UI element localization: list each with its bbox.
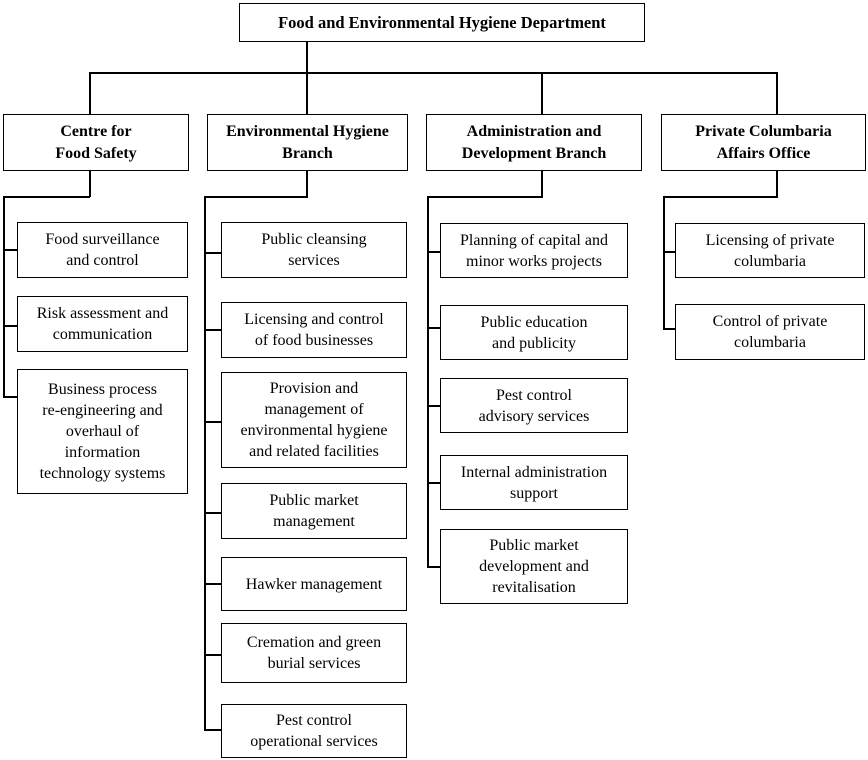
node-licensing-food-businesses: Licensing and control of food businesses bbox=[221, 302, 407, 358]
connector-line bbox=[427, 482, 440, 484]
node-business-process: Business process re-engineering and over… bbox=[17, 369, 188, 494]
node-control-private-columbaria: Control of private columbaria bbox=[675, 304, 865, 360]
connector-line bbox=[541, 72, 543, 114]
connector-line bbox=[204, 583, 221, 585]
connector-line bbox=[204, 654, 221, 656]
connector-line bbox=[89, 171, 91, 197]
connector-line bbox=[89, 72, 778, 74]
connector-line bbox=[3, 396, 17, 398]
node-licensing-private-columbaria: Licensing of private columbaria bbox=[675, 223, 865, 278]
connector-line bbox=[541, 171, 543, 197]
node-planning-capital-works: Planning of capital and minor works proj… bbox=[440, 223, 628, 278]
node-risk-assessment: Risk assessment and communication bbox=[17, 296, 188, 352]
branch-centre-for-food-safety: Centre for Food Safety bbox=[3, 114, 189, 171]
branch-private-columbaria: Private Columbaria Affairs Office bbox=[661, 114, 866, 171]
connector-line bbox=[306, 171, 308, 197]
connector-line bbox=[204, 252, 221, 254]
connector-line bbox=[3, 325, 17, 327]
node-public-market-development: Public market development and revitalisa… bbox=[440, 529, 628, 604]
node-public-market-management: Public market management bbox=[221, 483, 407, 539]
root-node: Food and Environmental Hygiene Departmen… bbox=[239, 3, 645, 42]
connector-line bbox=[427, 196, 543, 198]
connector-line bbox=[427, 566, 440, 568]
node-pest-control-operational: Pest control operational services bbox=[221, 704, 407, 758]
connector-line bbox=[204, 196, 308, 198]
connector-line bbox=[306, 72, 308, 114]
connector-line bbox=[204, 512, 221, 514]
connector-line bbox=[663, 251, 675, 253]
connector-line bbox=[204, 196, 206, 730]
branch-administration-development: Administration and Development Branch bbox=[426, 114, 642, 171]
connector-line bbox=[427, 251, 440, 253]
node-food-surveillance: Food surveillance and control bbox=[17, 222, 188, 278]
connector-line bbox=[427, 327, 440, 329]
node-pest-control-advisory: Pest control advisory services bbox=[440, 378, 628, 433]
node-internal-admin-support: Internal administration support bbox=[440, 455, 628, 510]
connector-line bbox=[663, 328, 675, 330]
connector-line bbox=[89, 72, 91, 114]
connector-line bbox=[306, 42, 308, 73]
node-public-cleansing: Public cleansing services bbox=[221, 222, 407, 278]
node-public-education-publicity: Public education and publicity bbox=[440, 305, 628, 360]
connector-line bbox=[204, 421, 221, 423]
node-provision-management-facilities: Provision and management of environmenta… bbox=[221, 372, 407, 468]
connector-line bbox=[204, 729, 221, 731]
connector-line bbox=[3, 249, 17, 251]
connector-line bbox=[776, 72, 778, 114]
connector-line bbox=[427, 405, 440, 407]
connector-line bbox=[3, 196, 5, 398]
node-hawker-management: Hawker management bbox=[221, 557, 407, 611]
node-cremation-green-burial: Cremation and green burial services bbox=[221, 623, 407, 683]
branch-environmental-hygiene: Environmental Hygiene Branch bbox=[207, 114, 408, 171]
connector-line bbox=[427, 196, 429, 568]
connector-line bbox=[776, 171, 778, 197]
connector-line bbox=[663, 196, 778, 198]
connector-line bbox=[663, 196, 665, 329]
connector-line bbox=[3, 196, 90, 198]
connector-line bbox=[204, 329, 221, 331]
